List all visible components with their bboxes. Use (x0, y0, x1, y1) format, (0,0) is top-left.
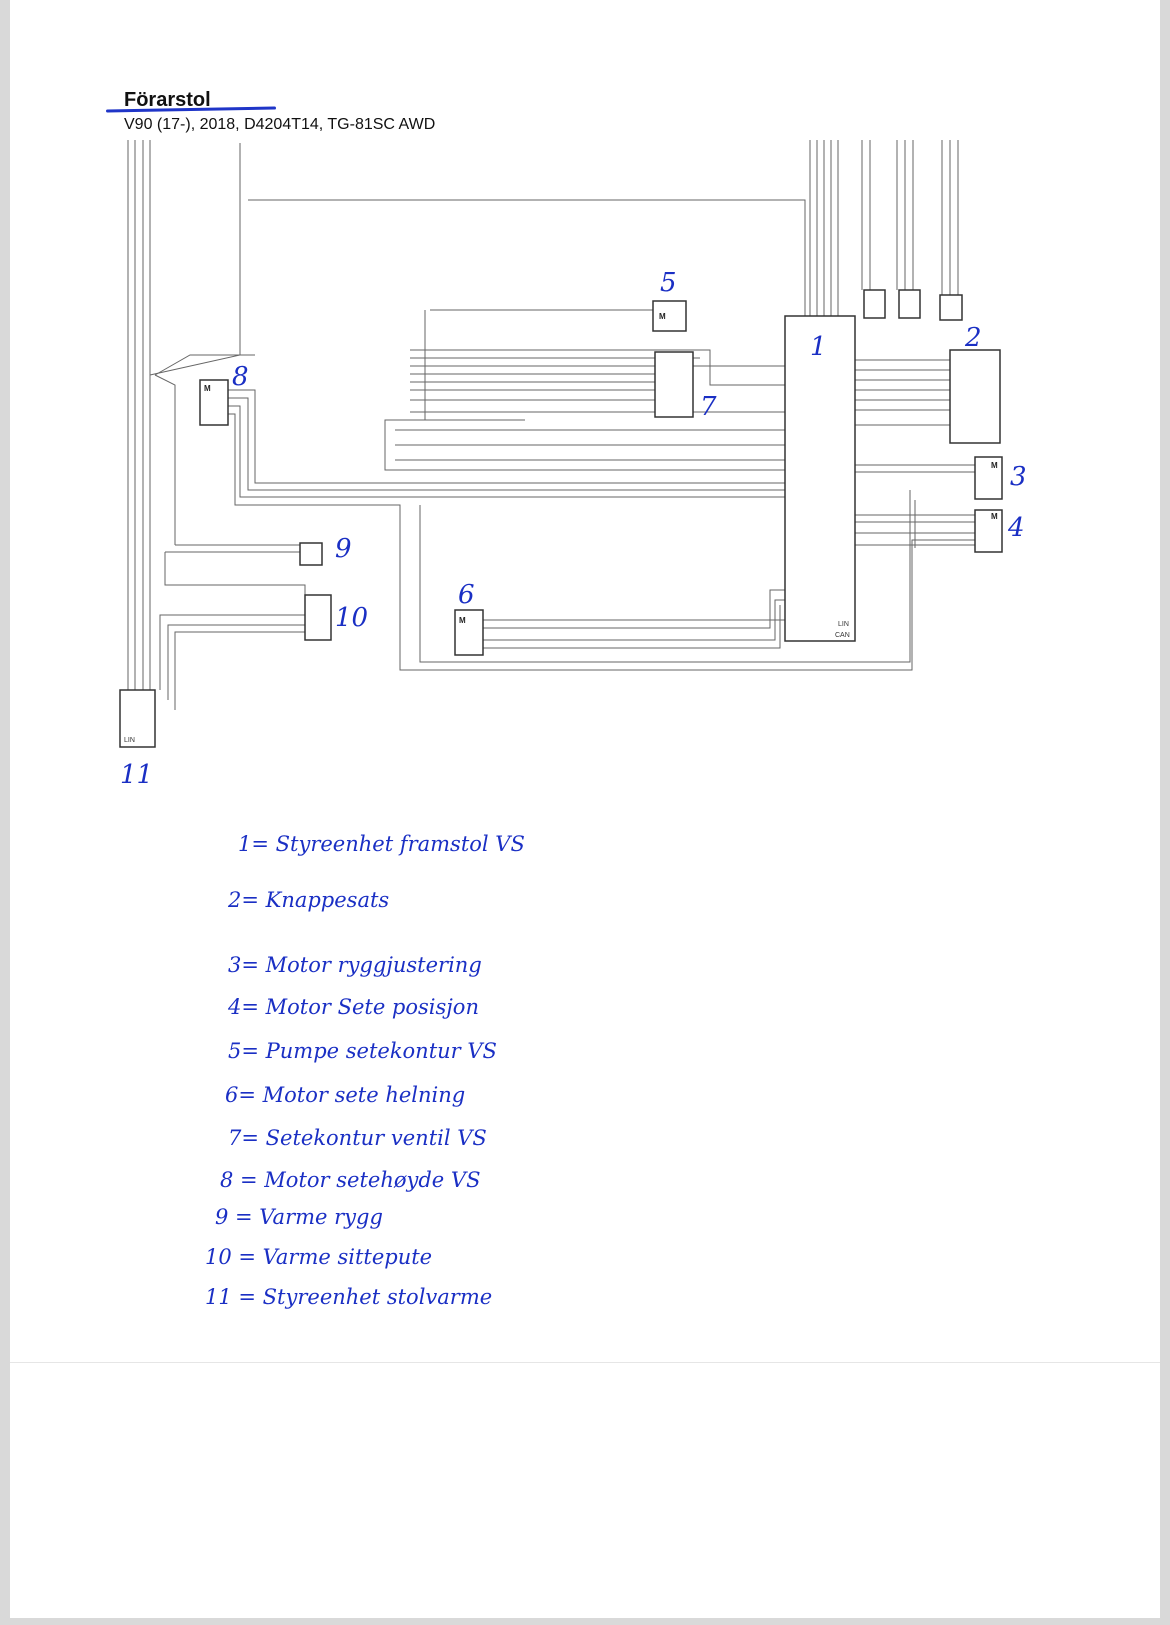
legend-item-9: 9 = Varme rygg (215, 1205, 383, 1229)
component-5-pump-box (652, 300, 687, 332)
legend-item-2: 2= Knappesats (228, 888, 390, 912)
wire (164, 552, 306, 600)
wire (154, 354, 255, 376)
component-7-valve-box (654, 351, 694, 418)
legend-item-10: 10 = Varme sittepute (205, 1245, 433, 1269)
component-8-motor-box (199, 379, 229, 426)
wire (248, 199, 806, 316)
component-1-control-unit (784, 315, 856, 642)
handwritten-number-9: 9 (335, 534, 352, 564)
legend-item-1: 1= Styreenhet framstol VS (238, 832, 525, 856)
lin-bus-label: LIN (124, 737, 135, 744)
component-9-heater-box (299, 542, 323, 566)
handwritten-number-5: 5 (660, 268, 677, 298)
wire (149, 143, 241, 376)
handwritten-number-2: 2 (965, 323, 982, 353)
wire (228, 397, 785, 491)
component-3-motor-box (974, 456, 1003, 500)
legend-item-6: 6= Motor sete helning (225, 1083, 466, 1107)
legend-item-11: 11 = Styreenhet stolvarme (205, 1285, 493, 1309)
can-bus-label: CAN (835, 632, 850, 639)
wire (154, 374, 176, 545)
legend-item-3: 3= Motor ryggjustering (228, 953, 482, 977)
lin-bus-label: LIN (838, 621, 849, 628)
handwritten-number-4: 4 (1008, 513, 1025, 543)
document-page (10, 0, 1160, 1618)
wire (228, 389, 785, 484)
component-4-motor-box (974, 509, 1003, 553)
component-11-control-unit (119, 689, 156, 748)
page-fold-line (10, 1362, 1160, 1363)
wire (410, 349, 785, 386)
document-title: Förarstol (124, 89, 211, 111)
component-2-button-set (949, 349, 1001, 444)
handwritten-number-11: 11 (120, 760, 154, 790)
motor-label: M (659, 312, 666, 321)
top-connector-c (939, 294, 963, 321)
handwritten-number-7: 7 (700, 392, 717, 422)
wire (419, 505, 911, 663)
wire (384, 310, 785, 471)
wire (174, 631, 305, 710)
legend-item-7: 7= Setekontur ventil VS (228, 1126, 487, 1150)
handwritten-number-6: 6 (458, 580, 475, 610)
legend-item-5: 5= Pumpe setekontur VS (228, 1039, 497, 1063)
wire (228, 405, 785, 498)
motor-label: M (991, 461, 998, 470)
motor-label: M (204, 384, 211, 393)
document-subtitle: V90 (17-), 2018, D4204T14, TG-81SC AWD (124, 116, 436, 133)
legend-item-8: 8 = Motor setehøyde VS (220, 1168, 481, 1192)
component-6-motor-box (454, 609, 484, 656)
legend-item-4: 4= Motor Sete posisjon (228, 995, 479, 1019)
wire (228, 413, 975, 671)
motor-label: M (459, 616, 466, 625)
wire (483, 589, 785, 629)
top-connector-b (898, 289, 921, 319)
handwritten-number-1: 1 (810, 332, 827, 362)
wire (159, 614, 305, 690)
component-10-heater-box (304, 594, 332, 641)
wire (483, 599, 785, 641)
motor-label: M (991, 512, 998, 521)
top-connector-a (863, 289, 886, 319)
wire (483, 605, 781, 649)
handwritten-number-10: 10 (335, 603, 369, 633)
handwritten-number-8: 8 (232, 362, 249, 392)
wire (167, 624, 305, 700)
handwritten-number-3: 3 (1010, 462, 1027, 492)
